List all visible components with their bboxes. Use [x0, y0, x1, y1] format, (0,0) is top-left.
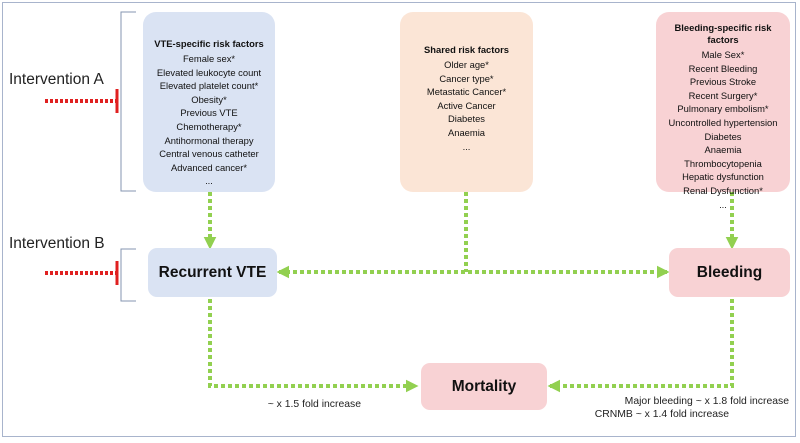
- shared-factor-item: Cancer type*: [439, 72, 494, 84]
- mortality-box: Mortality: [421, 363, 547, 410]
- shared-factor-item: Diabetes: [447, 113, 485, 125]
- vte-factor-item: Central venous catheter: [159, 148, 259, 160]
- vte-factor-item: Obesity*: [191, 93, 227, 105]
- bleeding-factor-item: ...: [719, 198, 727, 210]
- bleeding-factor-item: Hepatic dysfunction: [682, 171, 764, 183]
- connector-layer: [45, 11, 739, 393]
- shared-risk-factors-title: Shared risk factors: [424, 44, 509, 55]
- vte-risk-factors-box: VTE-specific risk factors Female sex* El…: [143, 12, 275, 192]
- bleeding-factor-item: Anaemia: [704, 144, 742, 156]
- intervention-b-label: Intervention B: [9, 235, 105, 252]
- bleeding-factor-item: Previous Stroke: [689, 76, 757, 88]
- vte-factor-item: Elevated platelet count*: [159, 80, 259, 92]
- shared-risk-factors-box: Shared risk factors Older age* Cancer ty…: [400, 12, 533, 192]
- bleeding-factor-item: Recent Bleeding: [688, 62, 758, 74]
- shared-factor-item: ...: [462, 140, 471, 152]
- shared-factor-item: Anaemia: [447, 126, 485, 138]
- vte-mortality-note: ~ x 1.5 fold increase: [267, 399, 361, 410]
- vte-factor-item: ...: [205, 175, 213, 187]
- bleeding-factor-item: Male Sex*: [701, 49, 745, 60]
- bleeding-factor-item: Diabetes: [704, 130, 742, 142]
- diagram-canvas: Intervention A Intervention B VTE-specif…: [2, 2, 796, 437]
- vte-factor-item: Antihormonal therapy: [164, 134, 254, 146]
- recurrent-vte-label: Recurrent VTE: [158, 263, 267, 281]
- shared-factor-item: Active Cancer: [437, 99, 496, 111]
- shared-factor-item: Metastatic Cancer*: [426, 86, 507, 98]
- arrow-recurrent-vte-to-mortality: [208, 299, 419, 393]
- bleeding-label: Bleeding: [696, 263, 763, 281]
- vte-factor-item: Chemotherapy*: [176, 120, 242, 132]
- vte-factor-item: Advanced cancer*: [170, 161, 248, 173]
- bleeding-risk-factors-box: Bleeding-specific risk factors Male Sex*…: [656, 12, 790, 210]
- bleeding-factor-item: Uncontrolled hypertension: [668, 116, 778, 128]
- bleeding-risk-factors-title: Bleeding-specific risk factors: [674, 22, 772, 45]
- mortality-label: Mortality: [451, 377, 517, 395]
- vte-factor-item: Previous VTE: [180, 107, 238, 119]
- arrow-bleeding-to-mortality: [547, 299, 734, 393]
- bleeding-box: Bleeding: [669, 248, 790, 297]
- bracket-intervention-b: [120, 248, 136, 302]
- intervention-a-label: Intervention A: [9, 71, 104, 88]
- crnmb-note: CRNMB ~ x 1.4 fold increase: [594, 409, 729, 420]
- shared-factor-item: Older age*: [444, 59, 489, 70]
- vte-factor-item: Female sex*: [182, 53, 236, 64]
- bleeding-factor-item: Thrombocytopenia: [684, 157, 762, 169]
- recurrent-vte-box: Recurrent VTE: [148, 248, 277, 297]
- bleeding-factor-item: Recent Surgery*: [688, 89, 758, 101]
- major-bleeding-note: Major bleeding ~ x 1.8 fold increase: [624, 396, 789, 407]
- bleeding-factor-item: Renal Dysfunction*: [683, 184, 763, 196]
- vte-factor-item: Elevated leukocyte count: [156, 66, 262, 78]
- bracket-intervention-a: [120, 11, 136, 192]
- bleeding-factor-item: Pulmonary embolism*: [677, 103, 769, 115]
- vte-risk-factors-title: VTE-specific risk factors: [154, 38, 264, 49]
